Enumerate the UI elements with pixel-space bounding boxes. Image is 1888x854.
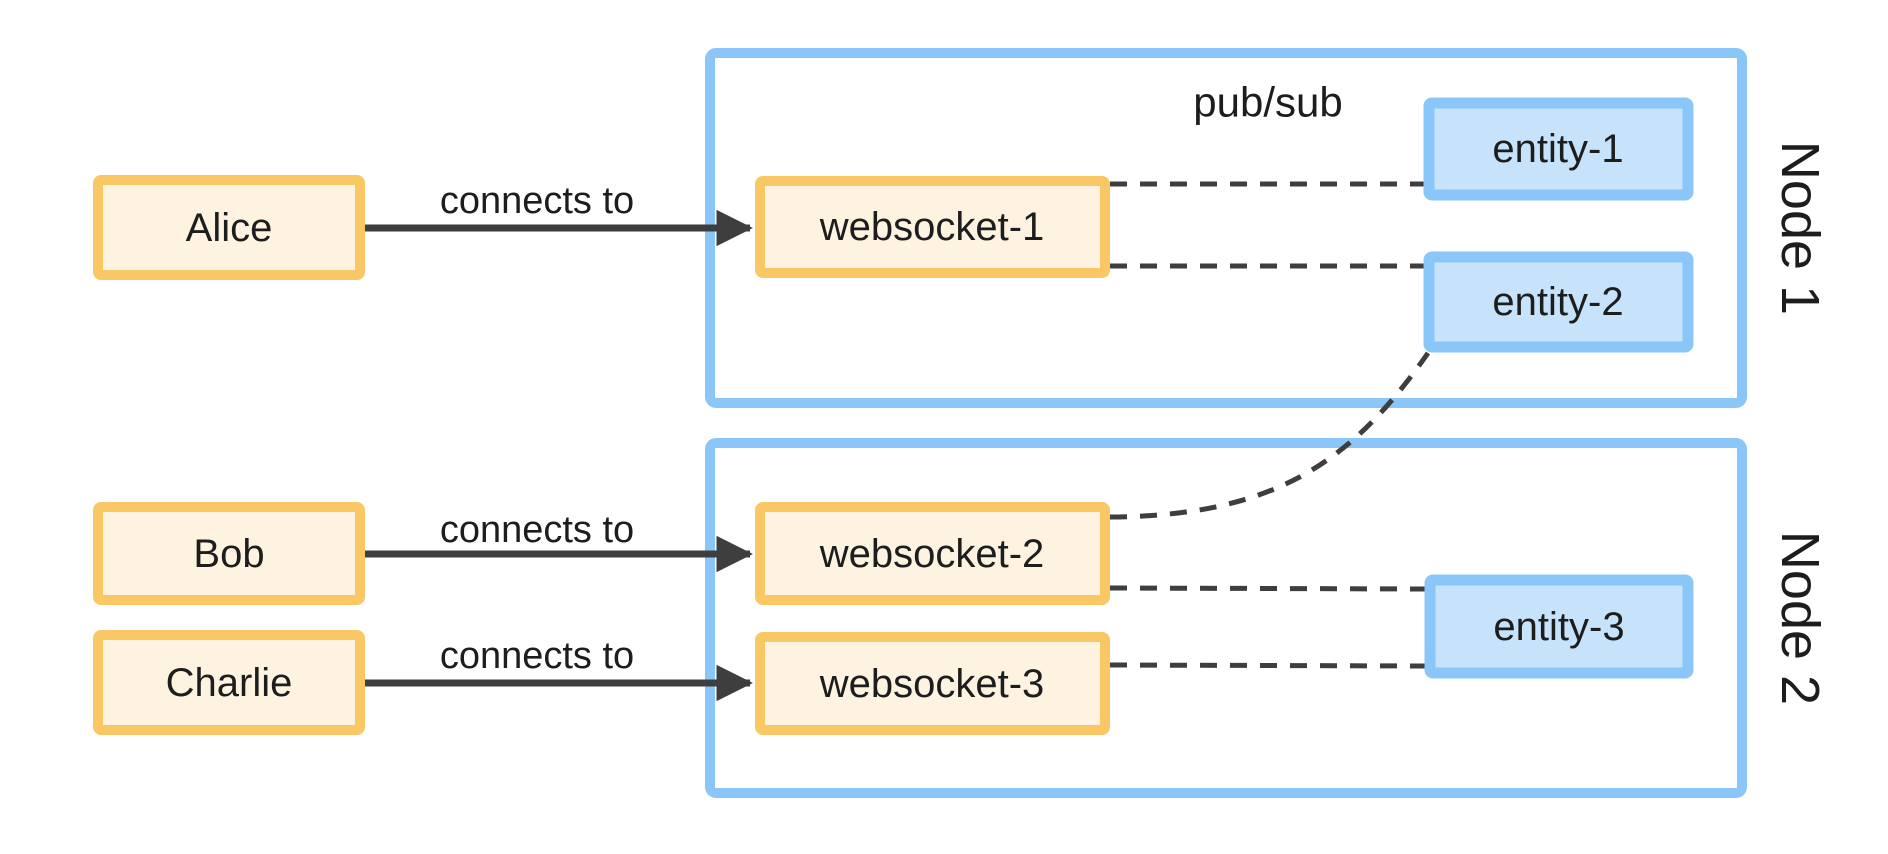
- edge-websocket2-entity2: [1109, 351, 1431, 520]
- node-websocket-3-label: websocket-3: [819, 662, 1045, 706]
- edge-websocket3-entity3: [1109, 662, 1426, 669]
- pubsub-annotation: pub/sub: [1193, 79, 1342, 126]
- node-charlie-label: Charlie: [166, 661, 293, 705]
- node-websocket-1-label: websocket-1: [819, 205, 1045, 249]
- node-websocket-2-label: websocket-2: [819, 532, 1045, 576]
- node-entity-2: [1423, 251, 1694, 353]
- container-node-1-title: Node 1: [1770, 141, 1830, 315]
- node-entity-1-label: entity-1: [1492, 127, 1623, 171]
- edge-websocket2-entity3: [1109, 585, 1426, 592]
- node-entity-1: [1423, 97, 1694, 201]
- node-entity-3: [1424, 574, 1694, 679]
- node-websocket-2: [755, 502, 1110, 605]
- node-bob-label: Bob: [193, 532, 264, 576]
- edge-label-alice-connects-to: connects to: [440, 180, 634, 222]
- node-websocket-1: [755, 176, 1110, 278]
- node-entity-3-label: entity-3: [1493, 605, 1624, 649]
- node-websocket-3: [755, 632, 1110, 735]
- edge-label-charlie-connects-to: connects to: [440, 635, 634, 677]
- node-charlie: [93, 630, 365, 735]
- node-alice-label: Alice: [186, 206, 273, 250]
- edge-label-bob-connects-to: connects to: [440, 509, 634, 551]
- node-bob: [93, 502, 365, 605]
- container-node-2: [705, 438, 1747, 798]
- container-node-2-title: Node 2: [1770, 531, 1830, 705]
- node-entity-2-label: entity-2: [1492, 280, 1623, 324]
- node-alice: [93, 175, 365, 280]
